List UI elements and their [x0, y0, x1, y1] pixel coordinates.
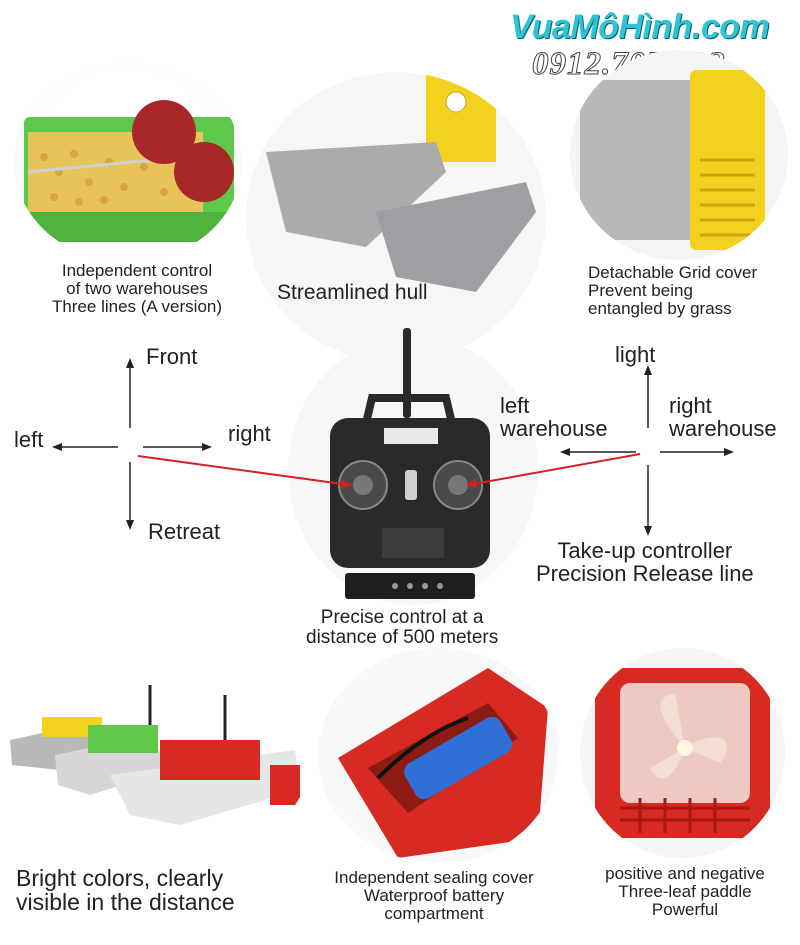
- bright-colors-caption: Bright colors, clearly visible in the di…: [16, 865, 235, 916]
- hull-illustration: [266, 72, 536, 292]
- label-light: light: [615, 342, 656, 367]
- battery-illustration: [338, 668, 548, 858]
- grid-cover-image: [570, 50, 788, 260]
- battery-image: [318, 648, 558, 863]
- remote-range-caption: Precise control at a distance of 500 met…: [306, 607, 499, 648]
- paddle-image: [580, 648, 785, 858]
- bright-colors-image: [0, 655, 310, 865]
- label-left: left: [14, 427, 44, 452]
- right-stick-pointer: [467, 453, 641, 486]
- two-warehouses-image: [14, 62, 242, 262]
- three-boats-illustration: [10, 685, 300, 825]
- two-warehouses-caption: Independent control of two warehouses Th…: [51, 261, 223, 316]
- paddle-caption: positive and negative Three-leaf paddle …: [605, 864, 765, 919]
- label-left-warehouse: left warehouse: [500, 393, 608, 442]
- label-right: right: [228, 421, 271, 446]
- hull-caption: Streamlined hull: [277, 281, 428, 304]
- grid-cover-caption: Detachable Grid cover Prevent being enta…: [588, 263, 758, 318]
- paddle-illustration: [595, 668, 770, 838]
- label-retreat: Retreat: [148, 519, 221, 544]
- battery-caption: Independent sealing cover Waterproof bat…: [334, 868, 534, 923]
- green-boat-illustration: [24, 100, 234, 242]
- brand-watermark: VuaMôHình.com: [510, 8, 770, 46]
- label-takeup: Take-up controller Precision Release lin…: [536, 538, 754, 587]
- left-stick-pointer: [137, 455, 351, 486]
- label-right-warehouse: right warehouse: [669, 393, 777, 442]
- label-front: Front: [146, 344, 198, 369]
- hull-image: [246, 72, 546, 362]
- grid-cover-illustration: [580, 70, 765, 250]
